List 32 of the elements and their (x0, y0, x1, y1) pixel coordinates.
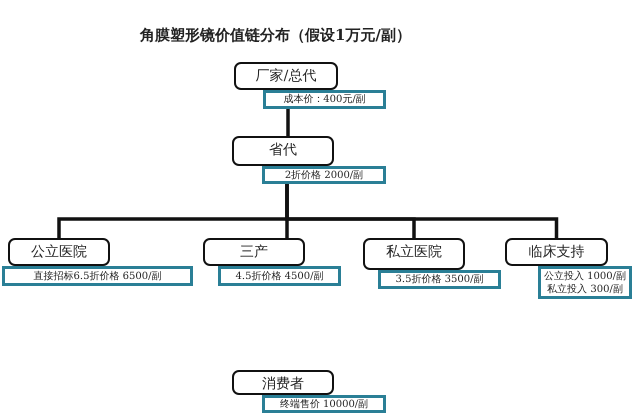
node-label: 3.5折价格 3500/副 (396, 273, 484, 286)
node-label: 厂家/总代 (256, 67, 316, 85)
node-label: 私立投入 300/副 (547, 282, 623, 296)
price-box (378, 270, 501, 289)
entity-box (232, 136, 334, 166)
entity-box (363, 238, 465, 270)
node-label: 省代 (269, 141, 297, 159)
price-box (262, 166, 386, 184)
node-label: 直接招标6.5折价格 6500/副 (34, 270, 162, 282)
node-label: 成本价：400元/副 (283, 93, 366, 106)
node-label: 4.5折价格 4500/副 (236, 270, 324, 282)
chart-title: 角膜塑形镜价值链分布（假设1万元/副） (140, 26, 411, 45)
entity-box (505, 238, 608, 266)
node-label: 2折价格 2000/副 (284, 168, 364, 182)
price-box (2, 266, 193, 286)
price-box (218, 266, 341, 286)
node-label: 终端售价 10000/副 (280, 398, 368, 410)
node-label: 公立投入 1000/副 (544, 270, 626, 282)
price-box (262, 395, 386, 413)
node-label: 三产 (240, 243, 268, 261)
price-box (263, 90, 386, 109)
connector-line (285, 184, 558, 238)
entity-box (8, 238, 110, 266)
node-label: 临床支持 (528, 243, 584, 261)
price-box (538, 266, 632, 299)
entity-box (232, 370, 334, 395)
node-label: 公立医院 (31, 243, 87, 261)
entity-box (203, 238, 305, 266)
node-label: 私立医院 (386, 243, 442, 261)
node-label: 消费者 (262, 375, 304, 393)
entity-box (234, 62, 338, 90)
connector-line (286, 109, 290, 136)
